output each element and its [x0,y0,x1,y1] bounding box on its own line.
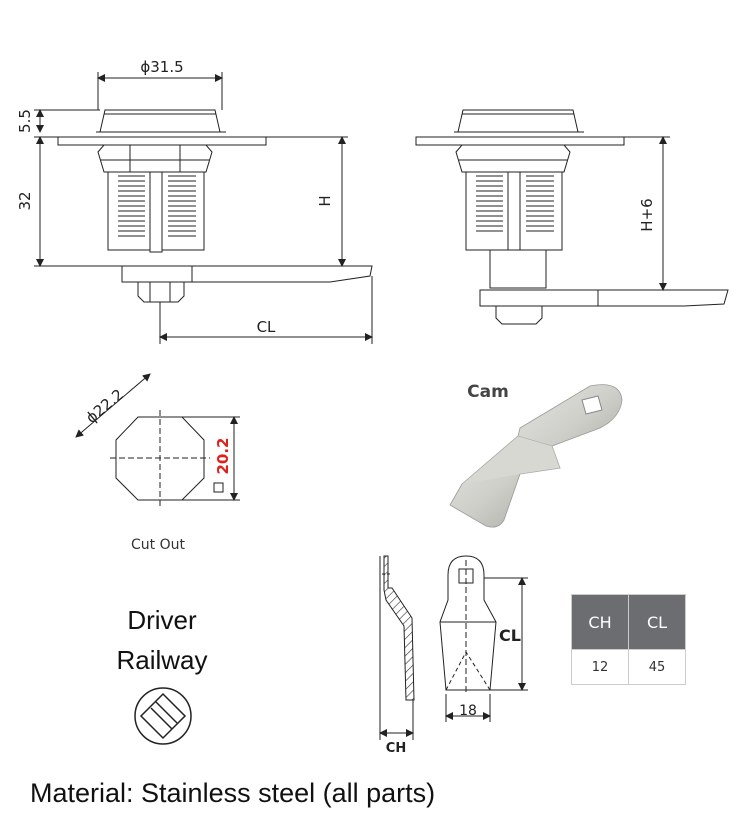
cam-width-label: 18 [459,703,477,719]
spec-cell-ch: 12 [571,649,629,685]
cam-render [449,384,623,528]
dim-height-body: 32 [16,191,34,210]
dim-diameter-top: ϕ31.5 [140,58,183,76]
railway-driver-icon [134,687,192,745]
cam-label: Cam [467,382,509,402]
lock-side-view-right [415,109,729,325]
dim-height-top: 5.5 [16,109,34,133]
spec-cell-cl: 45 [628,649,686,685]
dim-cam-length: CL [257,318,276,336]
cutout-label: Cut Out [131,537,185,553]
material-text: Material: Stainless steel (all parts) [30,778,436,808]
spec-header-ch: CH [571,594,629,650]
driver-text: Driver Railway [100,600,224,680]
dim-height-h: H [316,195,334,206]
spec-table: CH CL 12 45 [571,594,686,685]
dim-cutout-width: 20.2 [214,437,232,474]
cam-side-section [379,555,415,740]
cam-ch-label: CH [386,741,406,756]
table-row: 12 45 [571,649,686,685]
lock-side-view-left [34,72,373,344]
cutout-drawing [75,373,240,506]
dim-height-h6: H+6 [638,198,656,231]
spec-header-cl: CL [628,594,686,650]
dim-cutout-diameter: ϕ22.2 [82,385,127,427]
spec-table-header-row: CH CL [571,594,686,650]
driver-line1: Driver [127,605,197,635]
cam-front-view [439,555,528,722]
driver-line2: Railway [116,645,208,675]
cam-cl-label: CL [499,626,521,645]
